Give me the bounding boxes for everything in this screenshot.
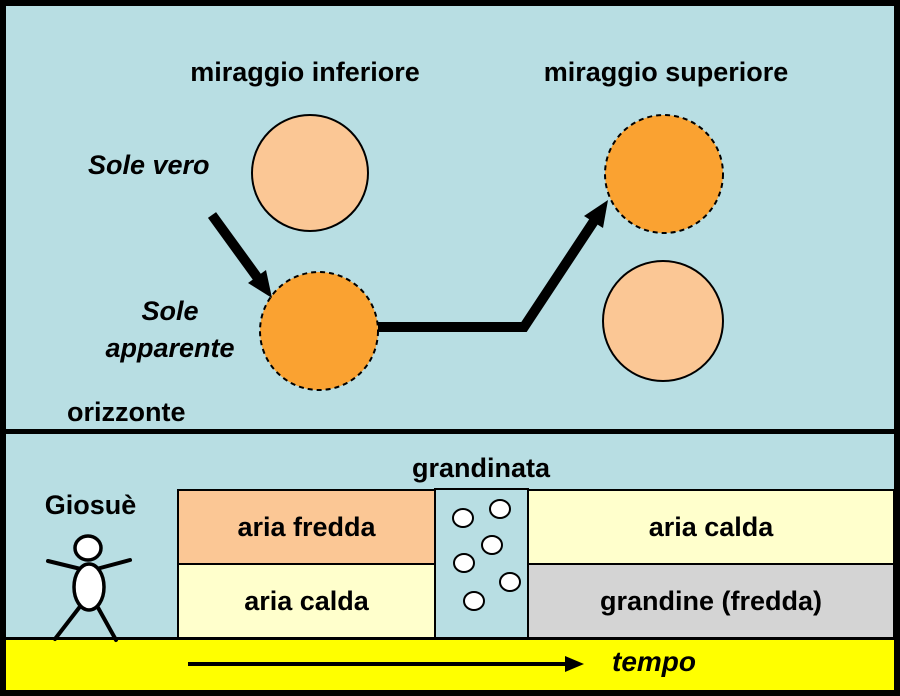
hailstorm-column [434, 488, 529, 640]
stick-figure [46, 534, 132, 642]
sun-true-left-circle [251, 114, 369, 232]
downward-refraction-arrow [207, 212, 272, 298]
label-grandine-fredda: grandine (fredda) [599, 586, 822, 616]
hailstone-icon [452, 508, 474, 528]
horizon-line [0, 429, 900, 434]
stick-figure-body [72, 562, 106, 612]
label-sole-apparente-line1: Sole [141, 296, 199, 326]
hailstone-icon [463, 591, 485, 611]
cell-hail-cold-right [527, 563, 895, 640]
stick-figure-right-leg [94, 602, 118, 642]
ground-line [0, 637, 900, 640]
hailstone-icon [453, 553, 475, 573]
cell-warm-air-right [527, 489, 895, 565]
label-sole-apparente: Sole apparente [85, 293, 255, 367]
time-arrow [188, 656, 584, 672]
label-grandinata: grandinata [411, 453, 551, 483]
sun-apparent-left-circle [259, 271, 379, 391]
label-miraggio-superiore: miraggio superiore [543, 57, 789, 87]
hailstone-icon [499, 572, 521, 592]
label-aria-calda-right: aria calda [648, 512, 774, 542]
sun-true-right-circle [602, 260, 724, 382]
label-sole-apparente-line2: apparente [105, 333, 235, 363]
sun-apparent-right-circle [604, 114, 724, 234]
label-giosue: Giosuè [44, 490, 137, 520]
label-aria-fredda-left: aria fredda [237, 512, 376, 542]
stick-figure-head [73, 534, 103, 562]
label-aria-calda-left: aria calda [244, 586, 369, 616]
cell-warm-air-left [177, 563, 436, 640]
stick-figure-left-leg [53, 602, 84, 641]
label-tempo: tempo [612, 646, 696, 677]
upward-refraction-arrow [378, 200, 608, 332]
hailstone-icon [489, 499, 511, 519]
hailstone-icon [481, 535, 503, 555]
label-miraggio-inferiore: miraggio inferiore [190, 57, 420, 87]
hailstones-group [452, 499, 521, 611]
time-bar [0, 640, 900, 696]
label-orizzonte: orizzonte [67, 397, 186, 427]
label-sole-vero: Sole vero [88, 150, 210, 180]
